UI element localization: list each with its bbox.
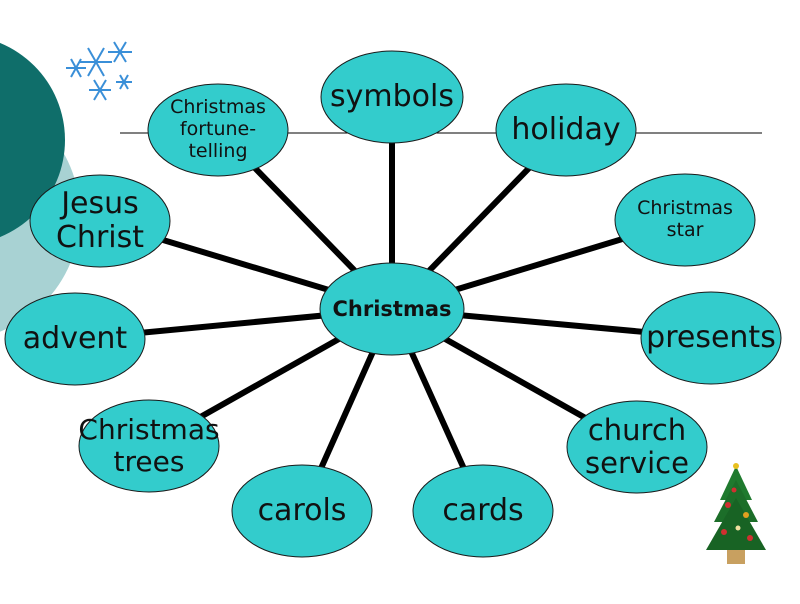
node-label-christmas-fortune-telling: Christmas fortune- telling <box>138 84 298 176</box>
node-label-church-service: church service <box>557 401 717 493</box>
node-label-cards: cards <box>403 465 563 557</box>
node-label-christmas-trees: Christmas trees <box>69 400 229 492</box>
node-label-symbols: symbols <box>311 51 473 143</box>
node-label-advent: advent <box>0 293 155 385</box>
snowflake-icon <box>66 42 132 100</box>
node-label-presents: presents <box>631 292 791 384</box>
node-label-jesus-christ: Jesus Christ <box>20 175 180 267</box>
center-node-label: Christmas <box>310 263 474 355</box>
node-label-christmas-star: Christmas star <box>605 174 765 266</box>
node-label-holiday: holiday <box>486 84 646 176</box>
node-label-carols: carols <box>222 465 382 557</box>
